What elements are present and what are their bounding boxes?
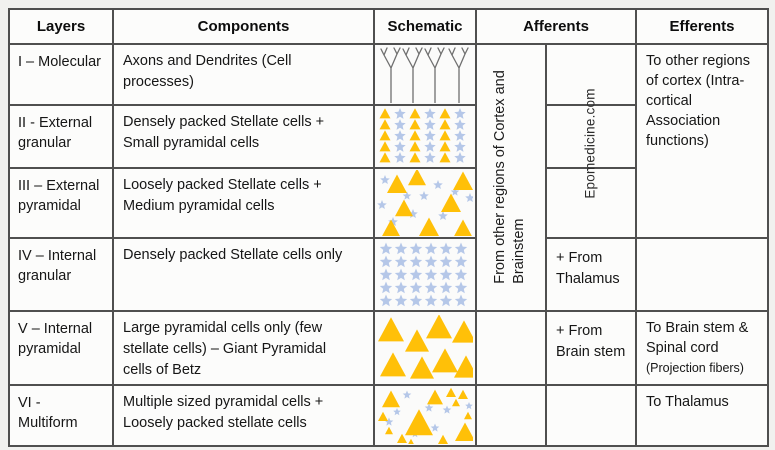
header-efferents: Efferents <box>635 8 770 45</box>
row-molecular: I – Molecular Axons and Dendrites (Cell … <box>8 43 770 312</box>
afferents-right-cell-1 <box>544 43 638 106</box>
header-afferents: Afferents <box>474 8 638 45</box>
components-cell-4: Densely packed Stellate cells only <box>112 237 375 312</box>
schematic-cell-1 <box>373 43 477 106</box>
afferents-span-cell <box>475 43 547 312</box>
row-internal-granular: IV – Internal granular Densely packed St… <box>8 237 770 312</box>
components-cell-1: Axons and Dendrites (Cell processes) <box>112 43 375 106</box>
row-internal-pyramidal: V – Internal pyramidal Large pyramidal c… <box>8 310 770 386</box>
loose-stellate-medium-pyramidal-schematic <box>375 170 475 236</box>
components-cell-3: Loosely packed Stellate cells + Medium p… <box>112 167 375 239</box>
components-cell-6: Multiple sized pyramidal cells + Loosely… <box>112 384 375 447</box>
afferents-right-cell-4: + From Thalamus <box>544 237 638 312</box>
cortex-layers-table: Layers Components Schematic Afferents Ef… <box>8 8 770 447</box>
afferents-right-cell-6 <box>544 384 638 447</box>
afferents-right-cell-3 <box>544 167 638 239</box>
row-external-granular: II - External granular Densely packed St… <box>8 104 768 169</box>
dendrites-schematic <box>375 46 475 103</box>
afferents-left-cell-5 <box>475 310 547 386</box>
efferents-row5-main: To Brain stem & Spinal cord <box>646 320 749 356</box>
efferents-cell-4 <box>635 237 770 312</box>
schematic-cell-6 <box>373 384 477 447</box>
layer-cell-6: VI - Multiform <box>8 384 114 447</box>
header-layers: Layers <box>8 8 114 45</box>
afferents-right-cell-2 <box>544 104 638 169</box>
schematic-cell-5 <box>373 310 477 386</box>
layer-cell-4: IV – Internal granular <box>8 237 114 312</box>
schematic-cell-2 <box>373 104 477 169</box>
components-cell-2: Densely packed Stellate cells + Small py… <box>112 104 375 169</box>
dense-stellate-small-pyramidal-schematic <box>375 107 475 166</box>
row-external-pyramidal: III – External pyramidal Loosely packed … <box>8 167 768 239</box>
afferents-left-cell-6 <box>475 384 547 447</box>
efferents-cell-rows1to3: To other regions of cortex (Intra-cortic… <box>635 43 770 239</box>
header-row: Layers Components Schematic Afferents Ef… <box>8 8 770 45</box>
efferents-cell-6: To Thalamus <box>635 384 770 447</box>
dense-stellate-only-schematic <box>375 240 475 309</box>
header-schematic: Schematic <box>373 8 477 45</box>
large-pyramidal-betz-schematic <box>375 314 475 382</box>
layer-cell-3: III – External pyramidal <box>8 167 114 239</box>
efferents-cell-5: To Brain stem & Spinal cord (Projection … <box>635 310 770 386</box>
afferents-right-cell-5: + From Brain stem <box>544 310 638 386</box>
components-cell-5: Large pyramidal cells only (few stellate… <box>112 310 375 386</box>
schematic-cell-4 <box>373 237 477 312</box>
header-components: Components <box>112 8 375 45</box>
efferents-row5-sub: (Projection fibers) <box>646 361 744 375</box>
layer-cell-5: V – Internal pyramidal <box>8 310 114 386</box>
row-multiform: VI - Multiform Multiple sized pyramidal … <box>8 384 770 447</box>
layer-cell-1: I – Molecular <box>8 43 114 106</box>
layer-cell-2: II - External granular <box>8 104 114 169</box>
table-wrapper: Layers Components Schematic Afferents Ef… <box>8 8 770 447</box>
schematic-cell-3 <box>373 167 477 239</box>
multiform-mixed-schematic <box>375 387 475 444</box>
